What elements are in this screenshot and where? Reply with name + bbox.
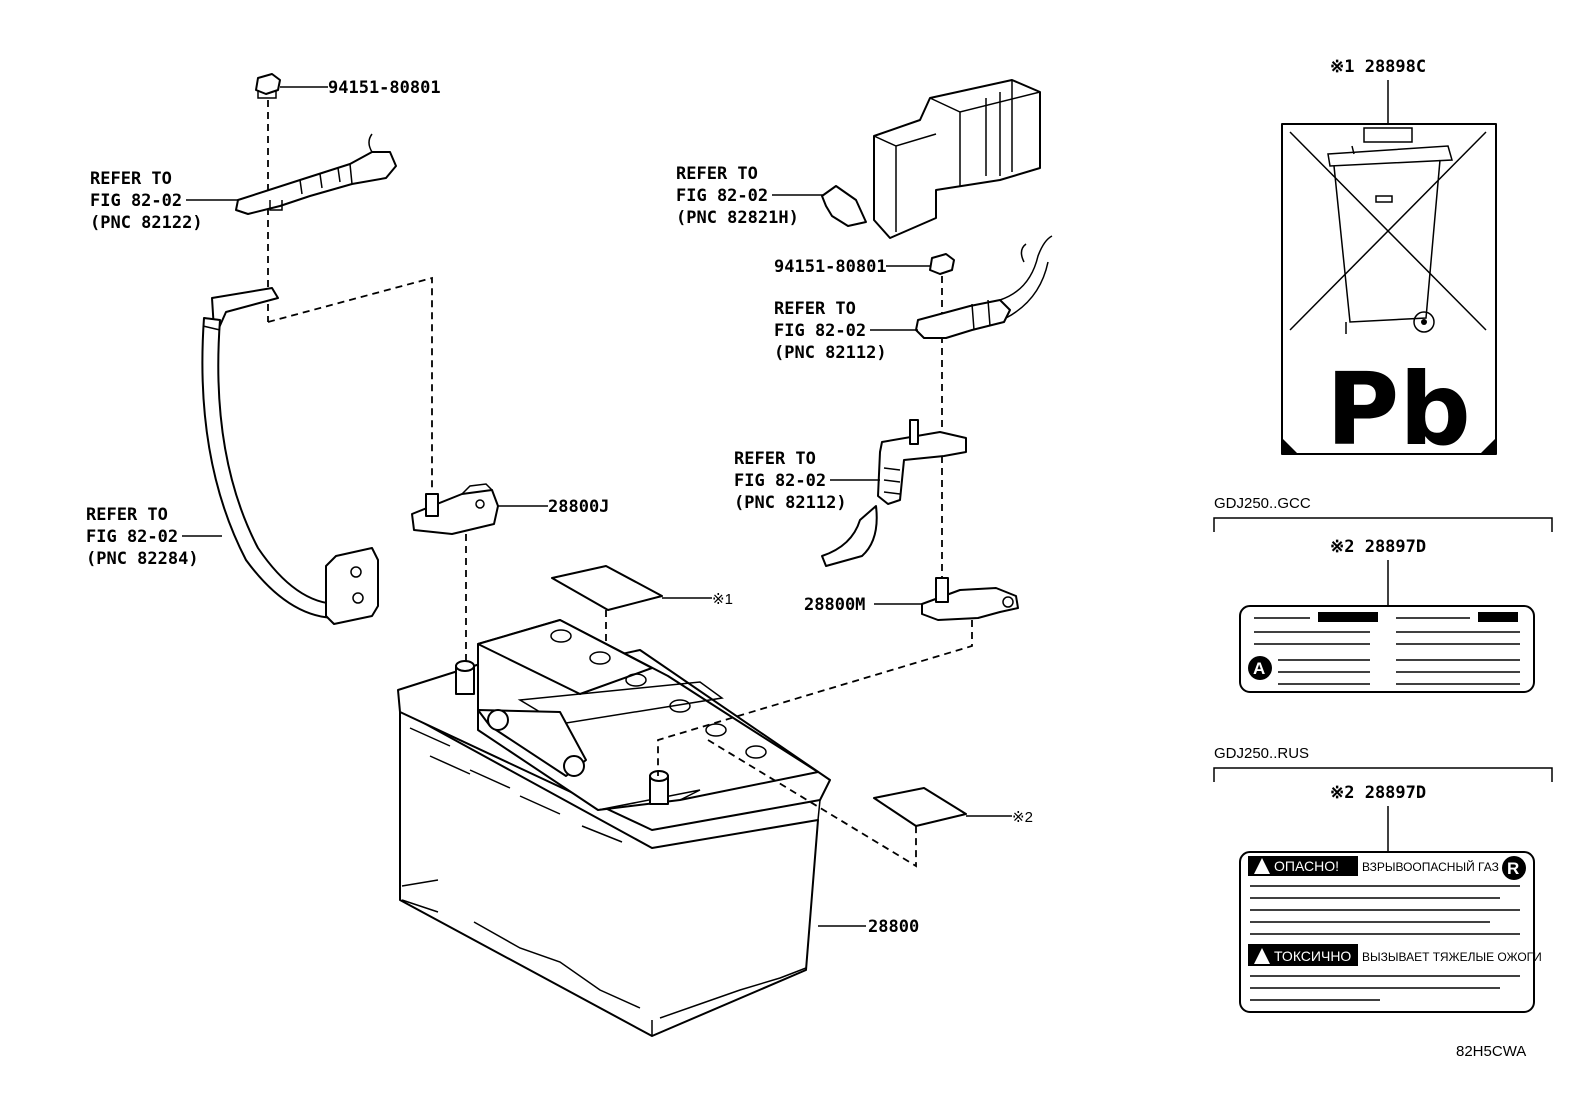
rus-warning-label[interactable]: ОПАСНО! ВЗРЫВООПАСНЫЙ ГАЗ R ТОКСИЧНО ВЫЗ…: [1239, 851, 1542, 1013]
refer-82122-line2: FIG 82-02: [90, 191, 182, 211]
note2-marker: ※2: [1012, 809, 1033, 826]
rus-label-code[interactable]: ※2 28897D: [1330, 783, 1426, 803]
terminal-28800j-label[interactable]: 28800J: [548, 497, 609, 517]
battery-terminal-28800m[interactable]: [921, 577, 1019, 621]
pb-text: Pb: [1326, 351, 1471, 468]
cable-terminal-82112-lower[interactable]: [821, 419, 967, 567]
refer-82112-upper-line1: REFER TO: [774, 299, 856, 319]
label-sheet-note2[interactable]: [873, 787, 967, 827]
pb-label-code[interactable]: ※1 28898C: [1330, 57, 1426, 77]
refer-82112-upper-line2: FIG 82-02: [774, 321, 866, 341]
rus-badge: R: [1507, 859, 1519, 878]
bolt-top-left[interactable]: [255, 73, 281, 99]
pb-disposal-label[interactable]: Pb: [1281, 123, 1497, 468]
refer-82821h-line3[interactable]: (PNC 82821H): [676, 208, 799, 228]
refer-82112-lower-line1: REFER TO: [734, 449, 816, 469]
terminal-28800m-label[interactable]: 28800M: [804, 595, 865, 615]
terminal-cover-82821h[interactable]: [821, 79, 1041, 239]
refer-82821h-line2: FIG 82-02: [676, 186, 768, 206]
bolt-right-label[interactable]: 94151-80801: [774, 257, 887, 277]
gcc-badge: A: [1253, 659, 1265, 678]
figure-id: 82H5CWA: [1456, 1043, 1526, 1060]
refer-82112-lower-line3[interactable]: (PNC 82112): [734, 493, 847, 513]
note1-marker: ※1: [712, 591, 733, 608]
refer-82122-line1: REFER TO: [90, 169, 172, 189]
gcc-warning-label[interactable]: A: [1239, 605, 1535, 693]
refer-82122-line3[interactable]: (PNC 82122): [90, 213, 203, 233]
rus-text2: ВЫЗЫВАЕТ ТЯЖЕЛЫЕ ОЖОГИ: [1362, 950, 1542, 964]
ground-strap-82284[interactable]: [201, 287, 379, 625]
gcc-label-code[interactable]: ※2 28897D: [1330, 537, 1426, 557]
refer-82284-line3[interactable]: (PNC 82284): [86, 549, 199, 569]
crossed-bin-icon: [1289, 127, 1487, 334]
rus-text1: ВЗРЫВООПАСНЫЙ ГАЗ: [1362, 859, 1499, 874]
refer-82284-line1: REFER TO: [86, 505, 168, 525]
bolt-top-left-label[interactable]: 94151-80801: [328, 78, 441, 98]
rus-warning1: ОПАСНО!: [1274, 858, 1339, 874]
battery-terminal-28800j[interactable]: [411, 483, 499, 535]
variant-gcc-label: GDJ250..GCC: [1214, 495, 1311, 512]
bolt-right[interactable]: [929, 253, 955, 275]
variant-rus-label: GDJ250..RUS: [1214, 745, 1309, 762]
battery-28800-label[interactable]: 28800: [868, 917, 919, 937]
refer-82821h-line1: REFER TO: [676, 164, 758, 184]
cable-terminal-82112-upper[interactable]: [915, 235, 1053, 339]
refer-82284-line2: FIG 82-02: [86, 527, 178, 547]
battery-28800[interactable]: [397, 619, 831, 1037]
refer-82112-upper-line3[interactable]: (PNC 82112): [774, 343, 887, 363]
refer-82112-lower-line2: FIG 82-02: [734, 471, 826, 491]
rus-warning2: ТОКСИЧНО: [1274, 948, 1351, 964]
cable-terminal-82122[interactable]: [235, 133, 397, 215]
label-sheet-note1[interactable]: [551, 565, 663, 611]
